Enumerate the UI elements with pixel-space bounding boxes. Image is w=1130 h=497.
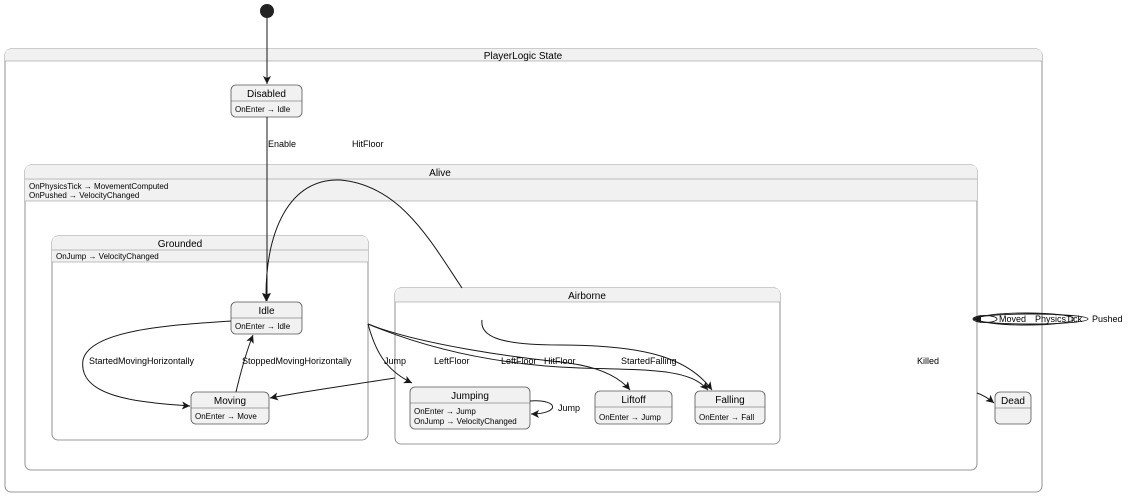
idle-title: Idle — [258, 306, 275, 317]
grounded-action-jump: OnJump → VelocityChanged — [56, 252, 159, 261]
state-idle: Idle OnEnter → Idle — [230, 301, 303, 335]
disabled-title: Disabled — [247, 89, 286, 100]
falling-title: Falling — [715, 395, 744, 406]
edge-airborne-to-moving — [269, 377, 396, 401]
jumping-title: Jumping — [451, 391, 489, 402]
edge-idle-to-moving — [82, 320, 232, 410]
state-falling: Falling OnEnter → Fall — [694, 390, 766, 425]
label-leftfloor-1: LeftFloor — [434, 356, 470, 366]
label-hitfloor-2: HitFloor — [544, 356, 576, 366]
alive-action-pushed: OnPushed → VelocityChanged — [29, 191, 139, 200]
edge-idle-to-liftoff — [367, 323, 631, 391]
moving-title: Moving — [214, 396, 246, 407]
root-state-title: PlayerLogic State — [484, 51, 563, 62]
state-jumping: Jumping OnEnter → Jump OnJump → Velocity… — [409, 386, 531, 430]
label-hitfloor-top: HitFloor — [352, 139, 384, 149]
idle-action: OnEnter → Idle — [235, 322, 291, 331]
edge-idle-to-falling — [367, 323, 709, 391]
label-jump: Jump — [384, 356, 406, 366]
label-started-falling: StartedFalling — [621, 356, 677, 366]
label-leftfloor-2: LeftFloor — [501, 356, 537, 366]
state-dead: Dead — [994, 391, 1032, 425]
state-grounded: Grounded OnJump → VelocityChanged — [51, 235, 369, 441]
moving-action: OnEnter → Move — [195, 412, 257, 421]
disabled-action: OnEnter → Idle — [235, 105, 291, 114]
state-liftoff: Liftoff OnEnter → Jump — [594, 390, 673, 425]
grounded-title: Grounded — [158, 239, 202, 250]
liftoff-title: Liftoff — [621, 395, 645, 406]
alive-action-physics: OnPhysicsTick → MovementComputed — [29, 182, 168, 191]
edge-self-loops-alive — [972, 312, 1089, 326]
edge-alive-to-dead — [976, 392, 995, 404]
edge-jumping-self — [529, 400, 553, 418]
label-jump-self: Jump — [558, 403, 580, 413]
jumping-action-jump: OnJump → VelocityChanged — [414, 417, 517, 426]
label-stopped-moving: StoppedMovingHorizontally — [242, 356, 352, 366]
label-killed: Killed — [917, 356, 939, 366]
falling-action: OnEnter → Fall — [699, 413, 754, 422]
airborne-title: Airborne — [568, 291, 606, 302]
dead-title: Dead — [1001, 396, 1025, 407]
label-started-moving: StartedMovingHorizontally — [89, 356, 195, 366]
initial-state-dot — [260, 4, 274, 18]
edge-airborne-to-falling — [481, 319, 713, 391]
alive-title: Alive — [429, 168, 451, 179]
edge-hitfloor-to-idle — [261, 179, 463, 302]
liftoff-action: OnEnter → Jump — [599, 413, 661, 422]
label-moved: Moved — [999, 314, 1026, 324]
state-moving: Moving OnEnter → Move — [190, 391, 270, 425]
jumping-action-enter: OnEnter → Jump — [414, 407, 476, 416]
label-physics-tick: PhysicsTick — [1035, 314, 1083, 324]
state-disabled: Disabled OnEnter → Idle — [230, 84, 303, 118]
label-pushed: Pushed — [1092, 314, 1123, 324]
edge-moving-to-idle — [235, 334, 254, 393]
edge-idle-to-jumping — [367, 323, 413, 384]
label-enable: Enable — [268, 139, 296, 149]
